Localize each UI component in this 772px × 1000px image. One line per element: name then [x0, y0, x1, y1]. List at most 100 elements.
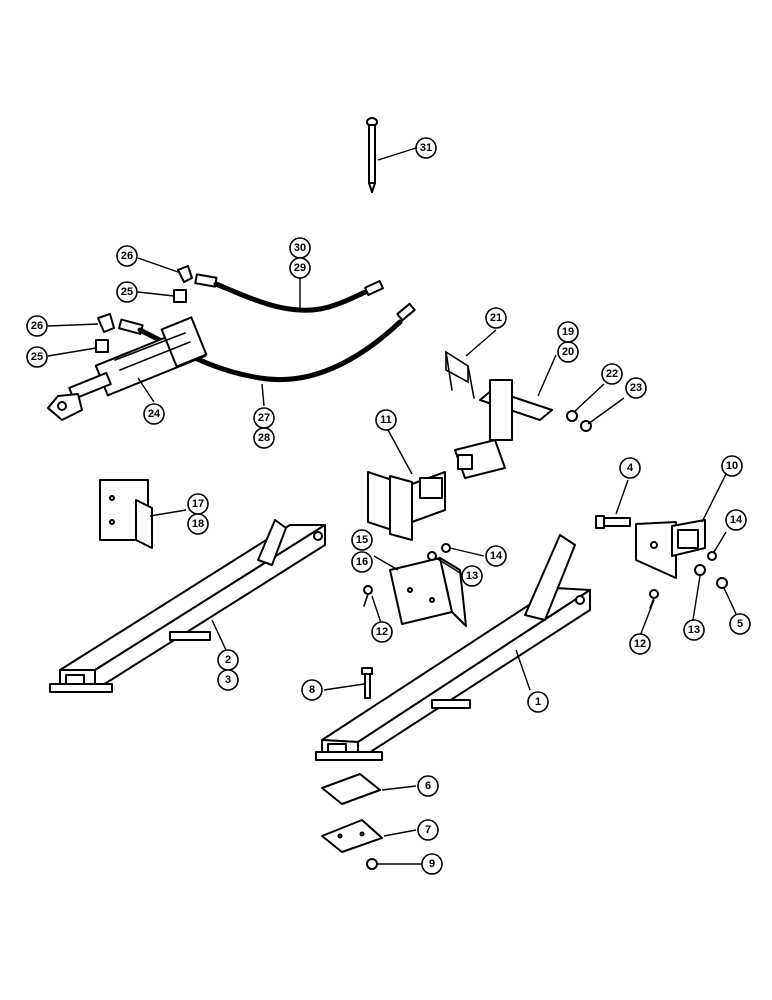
- svg-text:7: 7: [425, 824, 431, 836]
- svg-text:8: 8: [309, 684, 315, 696]
- nut-part-13-right: [694, 564, 706, 576]
- callout-25-upper: 25: [116, 281, 138, 303]
- svg-text:29: 29: [294, 262, 306, 274]
- bolt-fitting-part-25-lower: [95, 339, 109, 353]
- svg-text:18: 18: [192, 518, 204, 530]
- svg-text:9: 9: [429, 858, 435, 870]
- plate-part-17-18: [99, 479, 153, 549]
- plate-part-7: [321, 819, 383, 853]
- callout-25-lower: 25: [26, 346, 48, 368]
- callout-4: 4: [619, 457, 641, 479]
- svg-text:3: 3: [225, 674, 231, 686]
- nut-part-22: [566, 410, 578, 422]
- svg-text:19: 19: [562, 326, 574, 338]
- svg-text:26: 26: [121, 250, 133, 262]
- callout-12-right: 12: [629, 633, 651, 655]
- svg-text:14: 14: [490, 550, 503, 562]
- svg-text:26: 26: [31, 320, 43, 332]
- callout-20: 20: [557, 341, 579, 363]
- svg-text:13: 13: [466, 570, 478, 582]
- callout-11: 11: [375, 409, 397, 431]
- svg-text:22: 22: [606, 368, 618, 380]
- callout-29: 29: [289, 257, 311, 279]
- svg-text:31: 31: [420, 142, 432, 154]
- plate-part-6: [321, 773, 381, 805]
- callout-14-right: 14: [725, 509, 747, 531]
- svg-text:10: 10: [726, 460, 738, 472]
- callout-6: 6: [417, 775, 439, 797]
- svg-text:6: 6: [425, 780, 431, 792]
- nut-part-14-middle: [441, 543, 451, 553]
- svg-text:24: 24: [148, 408, 161, 420]
- svg-text:25: 25: [31, 351, 43, 363]
- svg-text:23: 23: [630, 382, 642, 394]
- svg-text:2: 2: [225, 654, 231, 666]
- callout-8: 8: [301, 679, 323, 701]
- elbow-fitting-part-26-upper: [177, 265, 193, 283]
- svg-text:1: 1: [535, 696, 541, 708]
- svg-text:15: 15: [356, 534, 368, 546]
- svg-text:16: 16: [356, 556, 368, 568]
- nut-part-5: [716, 577, 728, 589]
- callout-26-lower: 26: [26, 315, 48, 337]
- callout-22: 22: [601, 363, 623, 385]
- svg-text:13: 13: [688, 624, 700, 636]
- callout-9: 9: [421, 853, 443, 875]
- callout-17: 17: [187, 493, 209, 515]
- u-bolt-part-21: [445, 350, 475, 399]
- bolt-fitting-part-25-upper: [173, 289, 187, 303]
- mount-bracket-part-11: [367, 471, 446, 541]
- svg-text:17: 17: [192, 498, 204, 510]
- svg-text:11: 11: [380, 414, 392, 426]
- svg-text:28: 28: [258, 432, 270, 444]
- plate-part-15-16: [389, 557, 467, 627]
- callout-13-middle: 13: [461, 565, 483, 587]
- callout-1: 1: [527, 691, 549, 713]
- callout-27: 27: [253, 407, 275, 429]
- nut-part-13-middle: [427, 551, 437, 561]
- callout-31: 31: [415, 137, 437, 159]
- callout-12-middle: 12: [371, 621, 393, 643]
- elbow-fitting-part-26-lower: [97, 313, 115, 333]
- beam-part-2-3: [49, 519, 326, 693]
- svg-text:25: 25: [121, 286, 133, 298]
- bolt-part-8: [361, 667, 373, 699]
- svg-text:5: 5: [737, 618, 743, 630]
- mount-bracket-part-10: [635, 519, 706, 579]
- svg-text:14: 14: [730, 514, 743, 526]
- callout-23: 23: [625, 377, 647, 399]
- hydraulic-cylinder-part-24: [47, 316, 208, 421]
- callout-16: 16: [351, 551, 373, 573]
- callout-21: 21: [485, 307, 507, 329]
- callout-24: 24: [143, 403, 165, 425]
- leader-lines: [47, 147, 739, 865]
- hitch-bracket-part-19-20: [454, 379, 553, 479]
- bolt-part-12-middle: [363, 585, 373, 607]
- svg-text:4: 4: [627, 462, 634, 474]
- nut-part-14-right: [707, 551, 717, 561]
- callout-5: 5: [729, 613, 751, 635]
- callout-26-upper: 26: [116, 245, 138, 267]
- callout-3: 3: [217, 669, 239, 691]
- svg-text:21: 21: [490, 312, 502, 324]
- svg-text:20: 20: [562, 346, 574, 358]
- svg-text:27: 27: [258, 412, 270, 424]
- svg-text:12: 12: [376, 626, 388, 638]
- callout-30: 30: [289, 237, 311, 259]
- callout-14-middle: 14: [485, 545, 507, 567]
- callout-2: 2: [217, 649, 239, 671]
- callout-15: 15: [351, 529, 373, 551]
- bolt-part-12-right: [649, 589, 659, 609]
- callout-13-right: 13: [683, 619, 705, 641]
- svg-text:12: 12: [634, 638, 646, 650]
- callout-28: 28: [253, 427, 275, 449]
- callout-19: 19: [557, 321, 579, 343]
- beam-part-1: [315, 534, 591, 761]
- callout-18: 18: [187, 513, 209, 535]
- svg-text:30: 30: [294, 242, 306, 254]
- hose-part-29-30: [194, 273, 384, 313]
- pin-part-31: [366, 117, 378, 193]
- nut-part-9: [366, 858, 378, 870]
- bolt-part-4: [595, 515, 631, 529]
